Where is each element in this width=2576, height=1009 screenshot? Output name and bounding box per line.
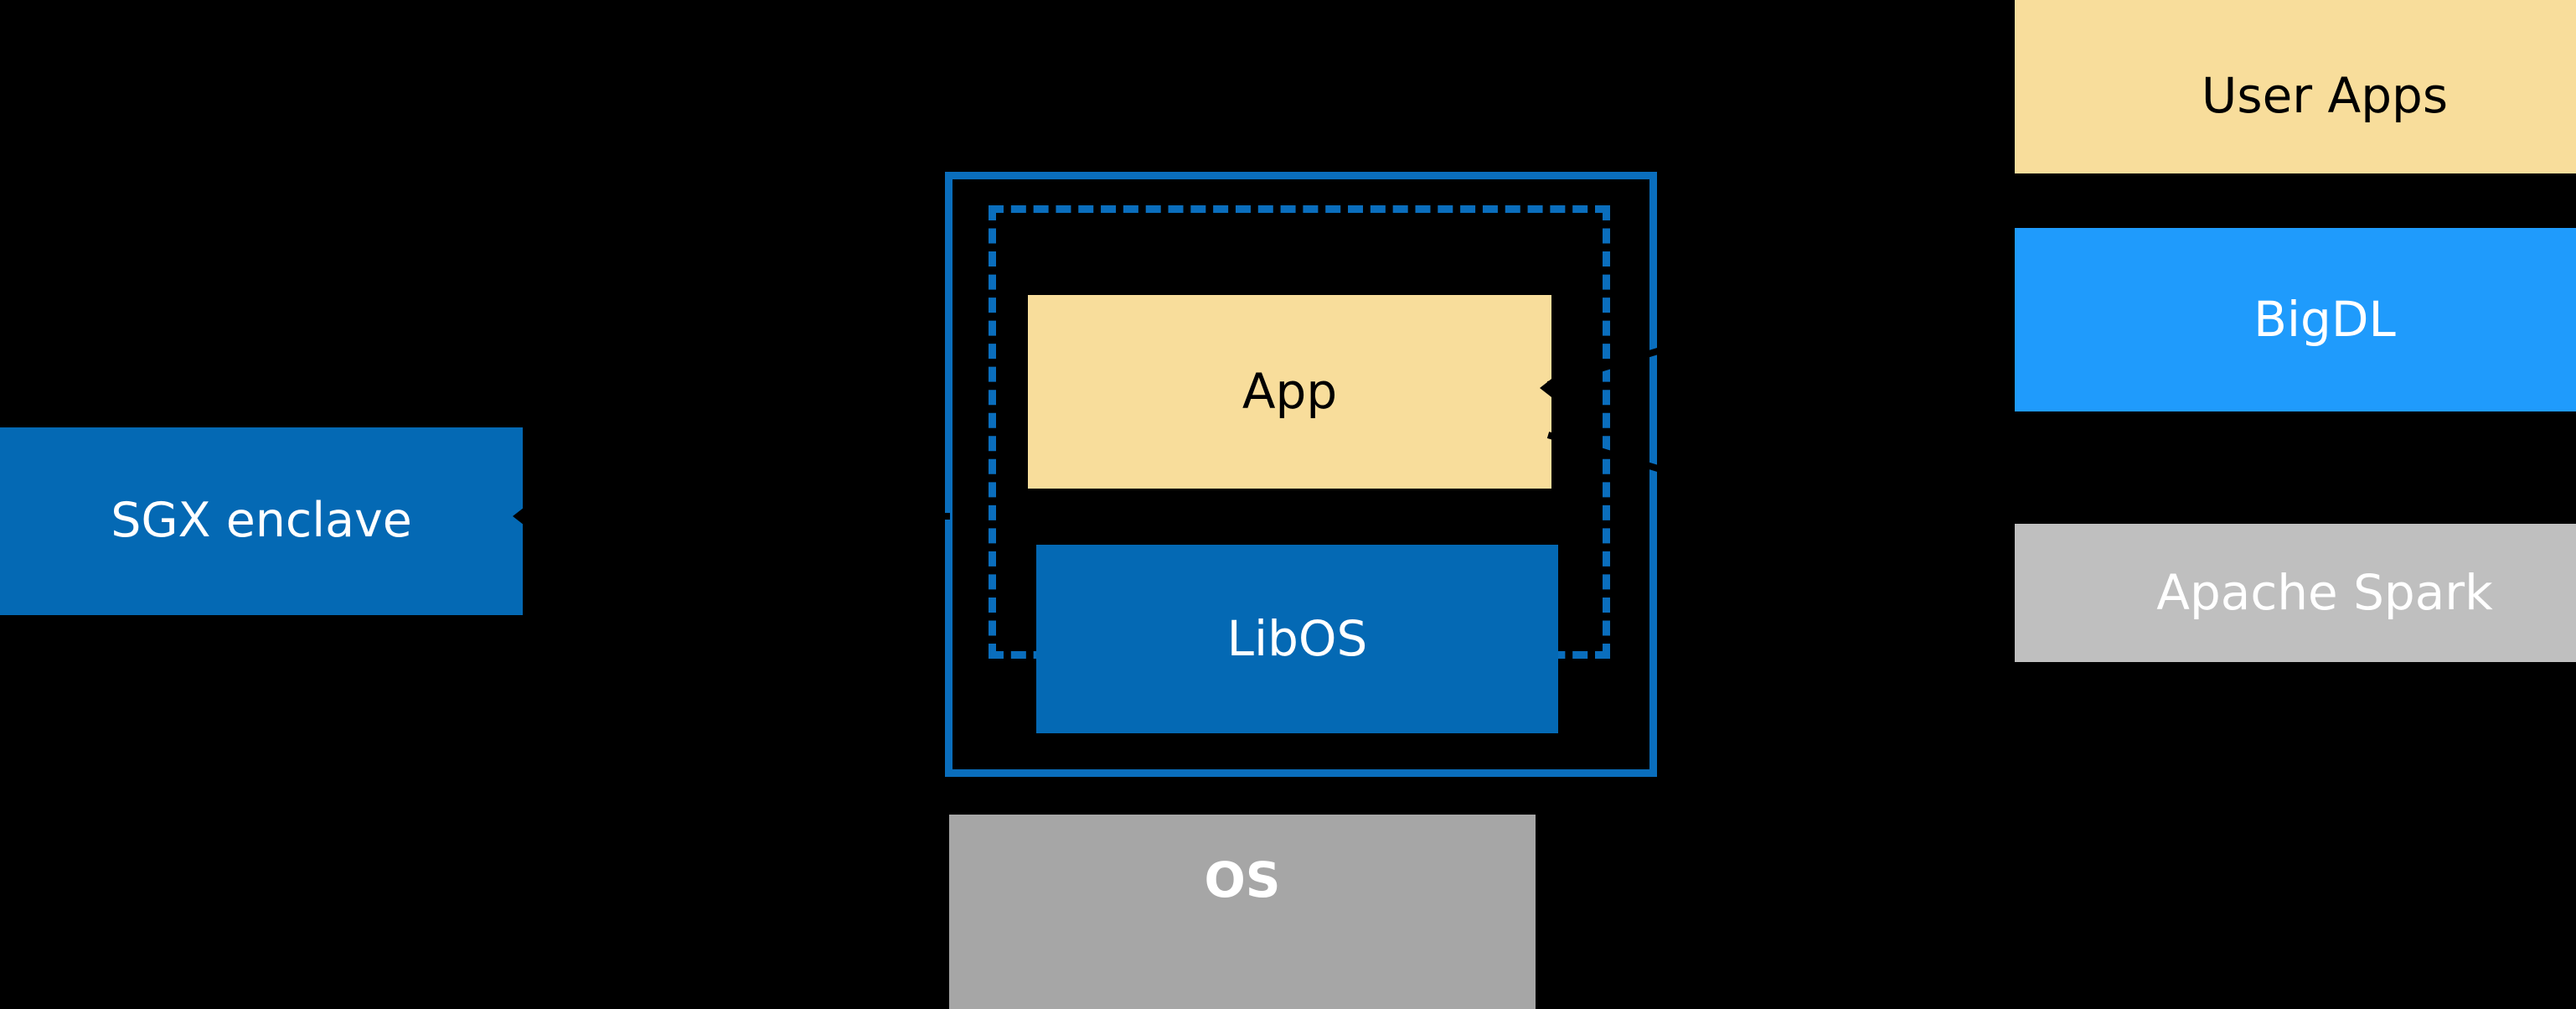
user-apps-box[interactable]: User Apps — [2015, 0, 2576, 173]
app-box[interactable]: App — [1028, 295, 1551, 489]
apache-spark-box[interactable]: Apache Spark — [2015, 524, 2576, 662]
enclave-outer-frame — [945, 172, 1657, 777]
sgx-enclave-label: SGX enclave — [111, 493, 412, 549]
libos-label: LibOS — [1226, 610, 1368, 668]
os-label: OS — [1204, 851, 1281, 908]
libos-box[interactable]: LibOS — [1036, 545, 1558, 733]
app-label: App — [1242, 363, 1338, 421]
arrowhead-left-icon — [1540, 376, 1555, 400]
connector-sgx-to-enclave — [523, 513, 950, 520]
apache-spark-label: Apache Spark — [2156, 564, 2493, 622]
sgx-enclave-box[interactable]: SGX enclave — [0, 427, 523, 615]
bigdl-label: BigDL — [2253, 291, 2396, 349]
arrowhead-left-icon — [513, 504, 528, 528]
os-box[interactable]: OS — [949, 815, 1536, 1009]
user-apps-label: User Apps — [2201, 67, 2449, 125]
bigdl-box[interactable]: BigDL — [2015, 228, 2576, 411]
